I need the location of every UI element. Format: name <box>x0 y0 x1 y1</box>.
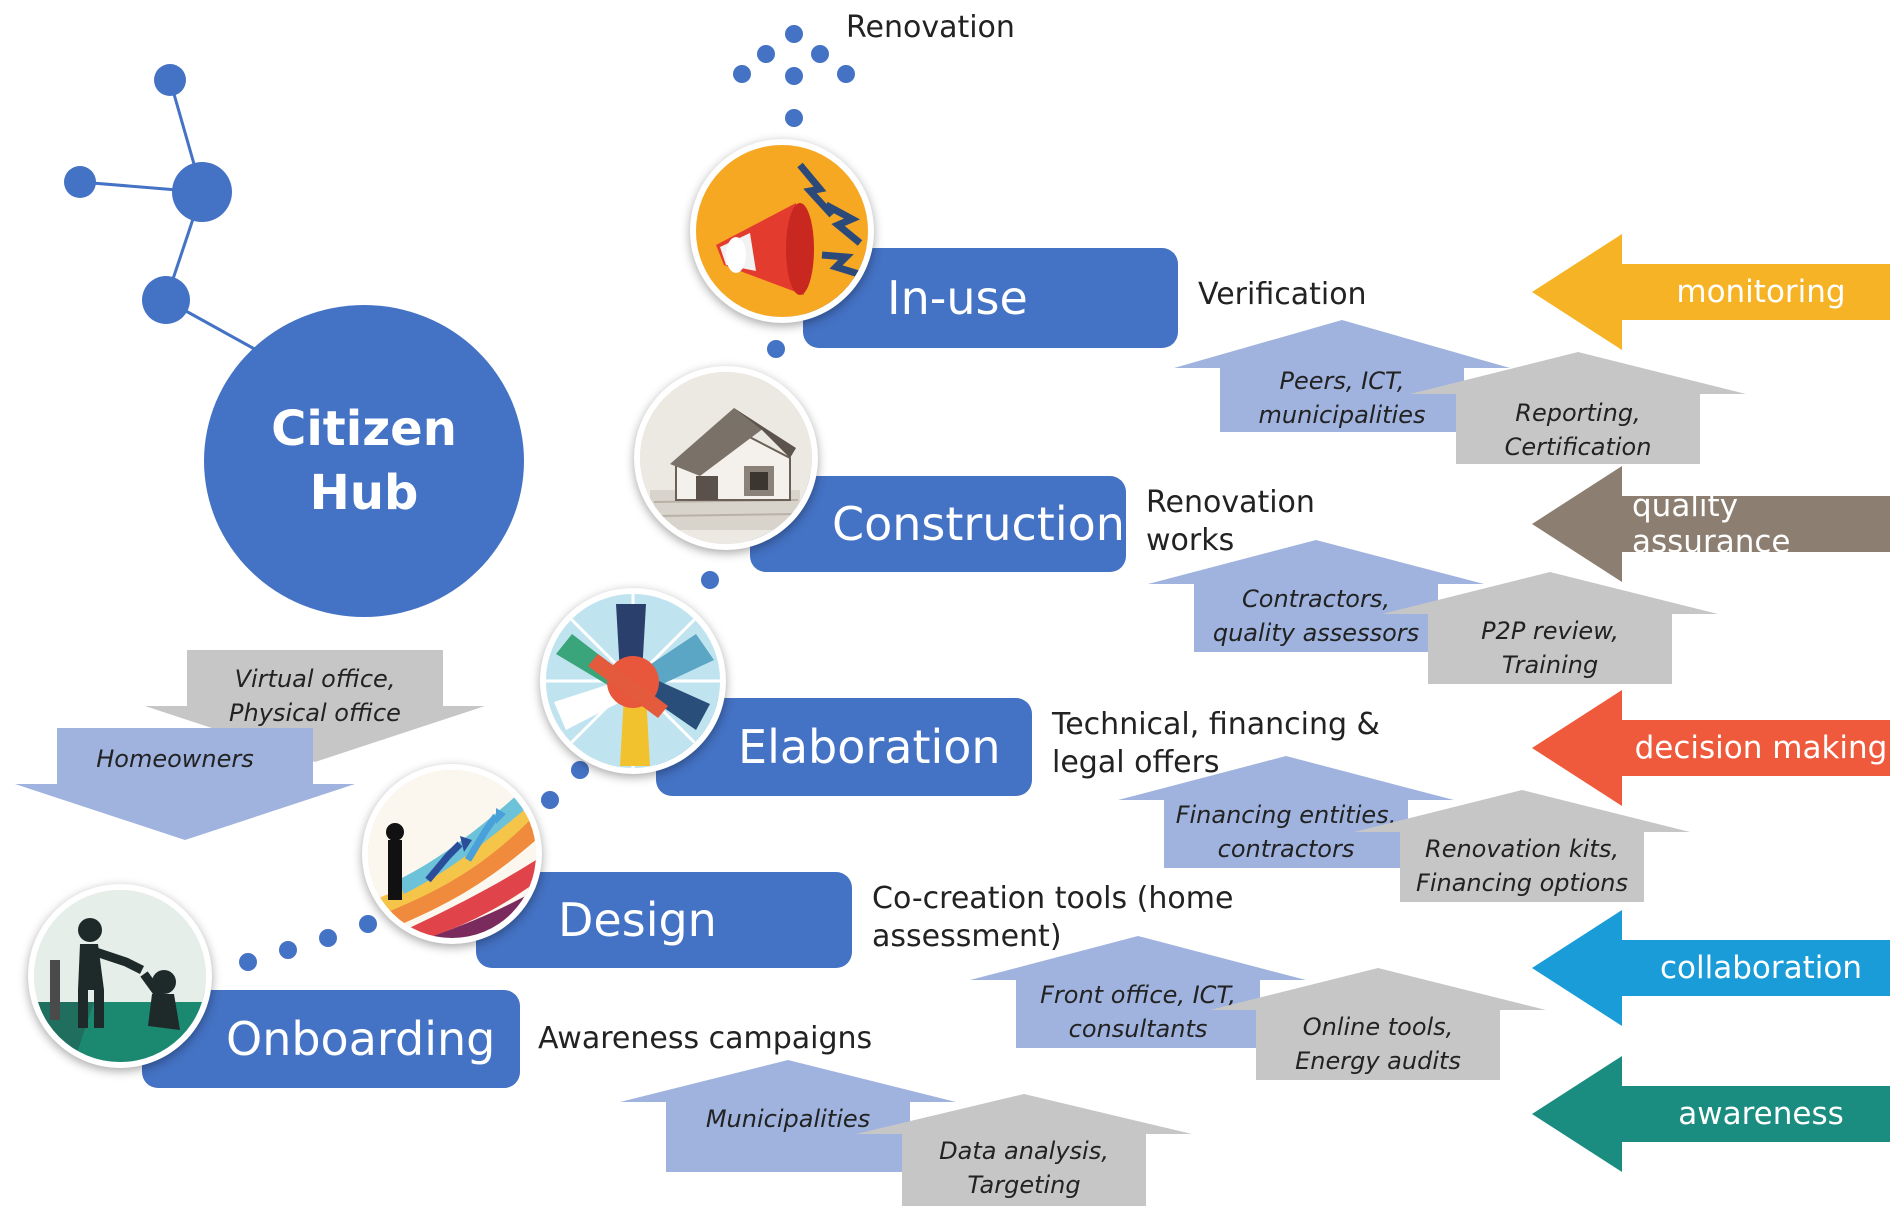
stage-elaboration[interactable]: Elaboration <box>656 698 1032 796</box>
actor-arrow-blue-in-use: Peers, ICT, municipalities <box>1174 320 1510 432</box>
citizen-hub-circle: Citizen Hub <box>204 305 524 617</box>
actor-arrow-blue-design: Front office, ICT, consultants <box>970 936 1306 1048</box>
actor-blue-construction-line2: quality assessors <box>1212 619 1420 647</box>
actor-blue-onboarding-line1: Municipalities <box>705 1105 871 1133</box>
actor-grey-text-construction: P2P review, Training <box>1382 614 1718 682</box>
stage-in-use[interactable]: In-use <box>803 248 1178 348</box>
actor-grey-text-onboarding: Data analysis, Targeting <box>856 1134 1192 1202</box>
side-arrow-monitoring: monitoring <box>1532 234 1890 350</box>
stage-elaboration-desc-line1: Technical, financing & <box>1052 707 1380 742</box>
stage-construction-desc-line2: works <box>1146 523 1235 558</box>
actor-blue-in-use-line2: municipalities <box>1258 401 1426 429</box>
joined-hands-icon <box>546 594 720 768</box>
actor-arrow-grey-in-use: Reporting, Certification <box>1410 352 1746 464</box>
actor-grey-design-line1: Online tools, <box>1302 1013 1454 1041</box>
stage-construction-desc: Renovation works <box>1146 484 1315 560</box>
actor-grey-in-use-line1: Reporting, <box>1515 399 1641 427</box>
actor-grey-onboarding-line2: Targeting <box>967 1171 1081 1199</box>
actor-grey-text-in-use: Reporting, Certification <box>1410 396 1746 464</box>
actor-arrow-grey-construction: P2P review, Training <box>1382 572 1718 684</box>
side-arrow-collaboration-label: collaboration <box>1660 950 1862 986</box>
actor-grey-elaboration-line1: Renovation kits, <box>1425 835 1619 863</box>
actor-blue-construction-line1: Contractors, <box>1242 585 1390 613</box>
side-arrow-awareness-label: awareness <box>1678 1096 1844 1132</box>
side-arrow-monitoring-label: monitoring <box>1676 274 1846 310</box>
stage-onboarding-desc: Awareness campaigns <box>538 1020 872 1058</box>
hub-title-line1: Citizen <box>271 401 457 457</box>
stage-design-desc: Co-creation tools (home assessment) <box>872 880 1233 956</box>
side-arrow-decision-making-label: decision making <box>1634 730 1888 766</box>
megaphone-icon <box>696 145 868 317</box>
hub-blue-line1: Homeowners <box>96 745 254 773</box>
actor-grey-construction-line2: Training <box>1501 651 1599 679</box>
actor-arrow-blue-elaboration: Financing entities, contractors <box>1118 756 1454 868</box>
renovation-top-label: Renovation <box>846 10 1015 45</box>
stage-in-use-desc: Verification <box>1198 276 1367 314</box>
stage-onboarding-label: Onboarding <box>226 1012 496 1066</box>
actor-blue-elaboration-line1: Financing entities, <box>1175 801 1397 829</box>
stage-elaboration-desc-line2: legal offers <box>1052 745 1220 780</box>
actor-grey-text-design: Online tools, Energy audits <box>1210 1010 1546 1078</box>
side-arrow-quality-assurance: quality assurance <box>1532 466 1890 582</box>
stage-design[interactable]: Design <box>476 872 852 968</box>
actor-blue-text-onboarding: Municipalities <box>620 1102 956 1136</box>
stage-construction[interactable]: Construction <box>750 476 1126 572</box>
stage-in-use-label: In-use <box>887 271 1028 325</box>
actor-blue-in-use-line1: Peers, ICT, <box>1279 367 1405 395</box>
stage-design-desc-line1: Co-creation tools (home <box>872 881 1234 916</box>
actor-grey-design-line2: Energy audits <box>1295 1047 1461 1075</box>
actor-blue-text-design: Front office, ICT, consultants <box>970 978 1306 1046</box>
actor-blue-elaboration-line2: contractors <box>1217 835 1355 863</box>
actor-blue-text-elaboration: Financing entities, contractors <box>1118 798 1454 866</box>
stage-construction-desc-line1: Renovation <box>1146 485 1315 520</box>
actor-blue-text-construction: Contractors, quality assessors <box>1148 582 1484 650</box>
stage-elaboration-label: Elaboration <box>738 720 1001 774</box>
actor-blue-design-line2: consultants <box>1068 1015 1208 1043</box>
paths-icon <box>368 770 536 938</box>
side-arrow-decision-making: decision making <box>1532 690 1890 806</box>
stage-onboarding[interactable]: Onboarding <box>142 990 520 1088</box>
side-arrow-awareness: awareness <box>1532 1056 1890 1172</box>
side-arrow-quality-assurance-label: quality assurance <box>1632 488 1791 560</box>
stage-onboarding-desc-line1: Awareness campaigns <box>538 1021 873 1056</box>
network-graph-icon <box>64 64 261 354</box>
stage-elaboration-desc: Technical, financing & legal offers <box>1052 706 1380 782</box>
helping-hand-icon <box>34 890 206 1062</box>
stage-in-use-desc-line1: Verification <box>1198 277 1367 312</box>
hub-grey-arrow-text: Virtual office, Physical office <box>145 662 485 730</box>
stage-design-label: Design <box>558 893 717 947</box>
actor-blue-text-in-use: Peers, ICT, municipalities <box>1174 364 1510 432</box>
actor-arrow-grey-design: Online tools, Energy audits <box>1210 968 1546 1080</box>
hub-title-line2: Hub <box>309 465 419 521</box>
actor-grey-in-use-line2: Certification <box>1504 433 1652 461</box>
actor-grey-text-elaboration: Renovation kits, Financing options <box>1354 832 1690 900</box>
stage-construction-label: Construction <box>832 497 1125 551</box>
actor-grey-elaboration-line2: Financing options <box>1416 869 1628 897</box>
house-model-icon <box>640 372 812 544</box>
hub-blue-arrow-text: Homeowners <box>0 742 355 776</box>
hub-blue-down-arrow: Homeowners <box>15 728 355 840</box>
actor-arrow-blue-onboarding: Municipalities <box>620 1060 956 1172</box>
hub-grey-line2: Physical office <box>229 699 401 727</box>
stage-design-desc-line2: assessment) <box>872 919 1062 954</box>
side-arrow-collaboration: collaboration <box>1532 910 1890 1026</box>
actor-arrow-grey-elaboration: Renovation kits, Financing options <box>1354 790 1690 902</box>
actor-blue-design-line1: Front office, ICT, <box>1040 981 1236 1009</box>
actor-arrow-blue-construction: Contractors, quality assessors <box>1148 540 1484 652</box>
actor-grey-onboarding-line1: Data analysis, <box>939 1137 1109 1165</box>
actor-grey-construction-line1: P2P review, <box>1481 617 1619 645</box>
hub-grey-line1: Virtual office, <box>234 665 396 693</box>
actor-arrow-grey-onboarding: Data analysis, Targeting <box>856 1094 1192 1206</box>
